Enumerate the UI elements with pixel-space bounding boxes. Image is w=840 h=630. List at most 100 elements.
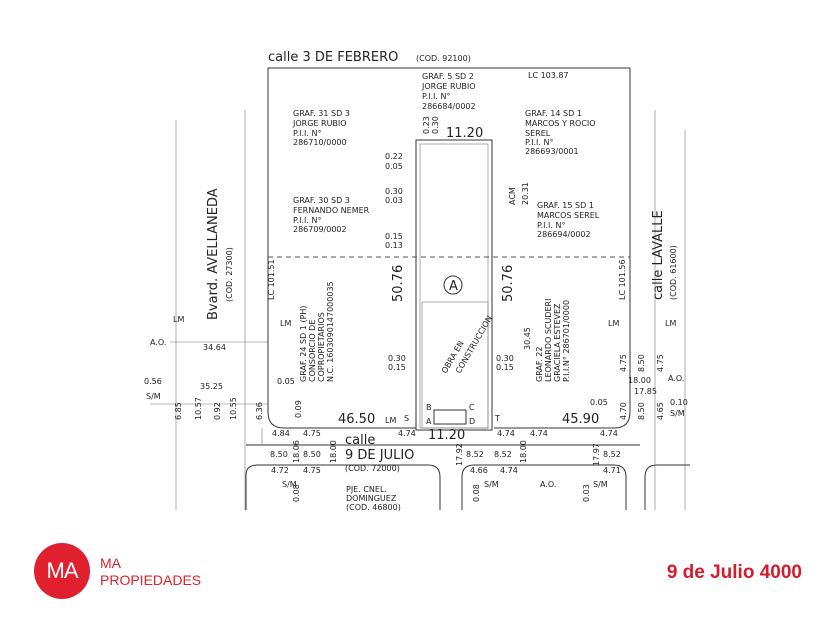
lot-circle xyxy=(443,275,463,295)
plan-label: LM xyxy=(280,319,291,328)
plan-label: 0.08 xyxy=(472,484,481,502)
plan-label: 0.05 xyxy=(277,377,295,386)
plan-label: 286710/0000 xyxy=(293,138,347,147)
plan-label: 286684/0002 xyxy=(422,102,476,111)
property-address: 9 de Julio 4000 xyxy=(666,562,802,583)
plan-label: T xyxy=(494,414,500,423)
plan-label: P.I.I. N° xyxy=(537,221,565,230)
plan-label: P.I.I. N° xyxy=(293,216,321,225)
plan-label: SEREL xyxy=(525,129,551,138)
plan-label: S/M xyxy=(484,480,499,489)
plan-label: 4.74 xyxy=(497,429,515,438)
parcel-g24: GRAF. 24 SD 1 (PH) CONSORCIO DE COPROPIE… xyxy=(299,281,335,382)
plan-label: P.I.I. N° xyxy=(422,92,450,101)
plan-label: COPROPIETARIOS xyxy=(317,312,326,382)
plan-label: 286709/0002 xyxy=(293,225,347,234)
plan-label: A xyxy=(426,417,432,426)
street-bottom-code: (COD. 72000) xyxy=(345,464,400,473)
plan-label: 4.74 xyxy=(398,429,416,438)
passage: (COD. 46800) xyxy=(346,503,401,512)
plan-label: 0.56 xyxy=(144,377,162,386)
street-top-code: (COD. 92100) xyxy=(416,54,471,63)
plan-label: 50.76 xyxy=(391,265,406,302)
plan-label: 45.90 xyxy=(562,412,599,427)
plan-label: 0.92 xyxy=(213,402,222,420)
plan-label: 0.15 xyxy=(388,363,406,372)
plan-label: MARCOS SEREL xyxy=(537,211,600,220)
brand-line-2: PROPIEDADES xyxy=(100,572,202,588)
plan-label: 4.84 xyxy=(272,429,290,438)
plan-label: 4.72 xyxy=(271,466,289,475)
plan-label: P.I.I. N° xyxy=(293,129,321,138)
plan-label: 0.23 xyxy=(422,116,431,134)
plan-label: 11.20 xyxy=(428,428,465,443)
plan-label: 18.06 xyxy=(292,440,301,463)
plan-label: 6.85 xyxy=(174,402,183,420)
plan-label: 0.05 xyxy=(385,162,403,171)
street-bottom-2: 9 DE JULIO xyxy=(345,448,414,463)
plan-label: FERNANDO NEMER xyxy=(293,206,370,215)
plan-label: 0.10 xyxy=(670,398,688,407)
plan-label: D xyxy=(469,417,475,426)
plan-label: S xyxy=(404,414,409,423)
plan-label: 20.31 xyxy=(521,182,530,205)
plan-label: 4.71 xyxy=(603,466,621,475)
plan-label: P.I.I. N° xyxy=(525,138,553,147)
plan-label: 0.30 xyxy=(388,354,406,363)
street-right: calle LAVALLE xyxy=(651,210,666,300)
plan-label: 4.75 xyxy=(303,429,321,438)
plan-label: 17.92 xyxy=(455,443,464,466)
plan-label: A.O. xyxy=(540,480,556,489)
plan-label: 17.97 xyxy=(592,443,601,466)
plan-label: S/M xyxy=(146,392,161,401)
plan-label: LC 101.56 xyxy=(618,259,627,300)
plan-label: 0.03 xyxy=(582,484,591,502)
plan-label: 8.50 xyxy=(637,402,646,420)
plan-label: 18.00 xyxy=(329,440,338,463)
plan-label: GRAF. 31 SD 3 xyxy=(293,109,350,118)
plan-label: 286694/0002 xyxy=(537,230,591,239)
plan-label: 0.08 xyxy=(292,484,301,502)
plan-label: P.I.I.N° 286701/0000 xyxy=(562,300,571,382)
plan-label: 8.50 xyxy=(270,450,288,459)
plan-label: 4.74 xyxy=(500,466,518,475)
plan-label: LM xyxy=(385,416,396,425)
plan-label: C xyxy=(469,403,475,412)
plan-label: 17.85 xyxy=(634,387,657,396)
logo-text: MA xyxy=(46,558,79,583)
plan-label: 0.05 xyxy=(590,398,608,407)
brand-logo: MA xyxy=(34,543,90,599)
passage: PJE. CNEL. xyxy=(346,485,387,494)
plan-label: 18.00 xyxy=(628,376,651,385)
survey-marks: LM LM LM LM LM A.O. A.O. A.O. S/M S/M S/… xyxy=(146,315,685,489)
plan-label: 0.30 xyxy=(496,354,514,363)
passage: DOMINGUEZ xyxy=(346,494,397,503)
lot-outline xyxy=(415,139,493,431)
lower-block-right xyxy=(644,464,690,510)
street-left-code: (COD. 27300) xyxy=(225,247,234,302)
plan-label: 8.50 xyxy=(637,354,646,372)
plan-label: 6.36 xyxy=(255,402,264,420)
plan-label: 4.70 xyxy=(619,402,628,420)
plan-label: LEONARDO SCUDERI xyxy=(544,299,553,382)
plan-label: S/M xyxy=(593,480,608,489)
plan-label: A.O. xyxy=(150,338,166,347)
plan-label: N.C. 1603090147000035 xyxy=(326,281,335,382)
plan-label: 0.15 xyxy=(496,363,514,372)
plan-label: 8.52 xyxy=(466,450,484,459)
plan-label: GRAF. 15 SD 1 xyxy=(537,201,594,210)
plan-label: 8.50 xyxy=(303,450,321,459)
plan-label: 4.75 xyxy=(619,354,628,372)
plan-label: GRAF. 14 SD 1 xyxy=(525,109,582,118)
plan-label: GRAF. 22 xyxy=(535,347,544,383)
plan-label: 4.75 xyxy=(303,466,321,475)
plan-label: LM xyxy=(173,315,184,324)
plan-label: 4.75 xyxy=(656,354,665,372)
plan-label: 0.30 xyxy=(385,187,403,196)
plan-label: 50.76 xyxy=(501,265,516,302)
plan-label: 4.74 xyxy=(600,429,618,438)
plan-label: 30.45 xyxy=(523,327,532,350)
plan-label: GRAF. 24 SD 1 (PH) xyxy=(299,305,308,382)
parcel-g22: GRAF. 22 LEONARDO SCUDERI GRACIELA ESTEV… xyxy=(535,299,571,382)
